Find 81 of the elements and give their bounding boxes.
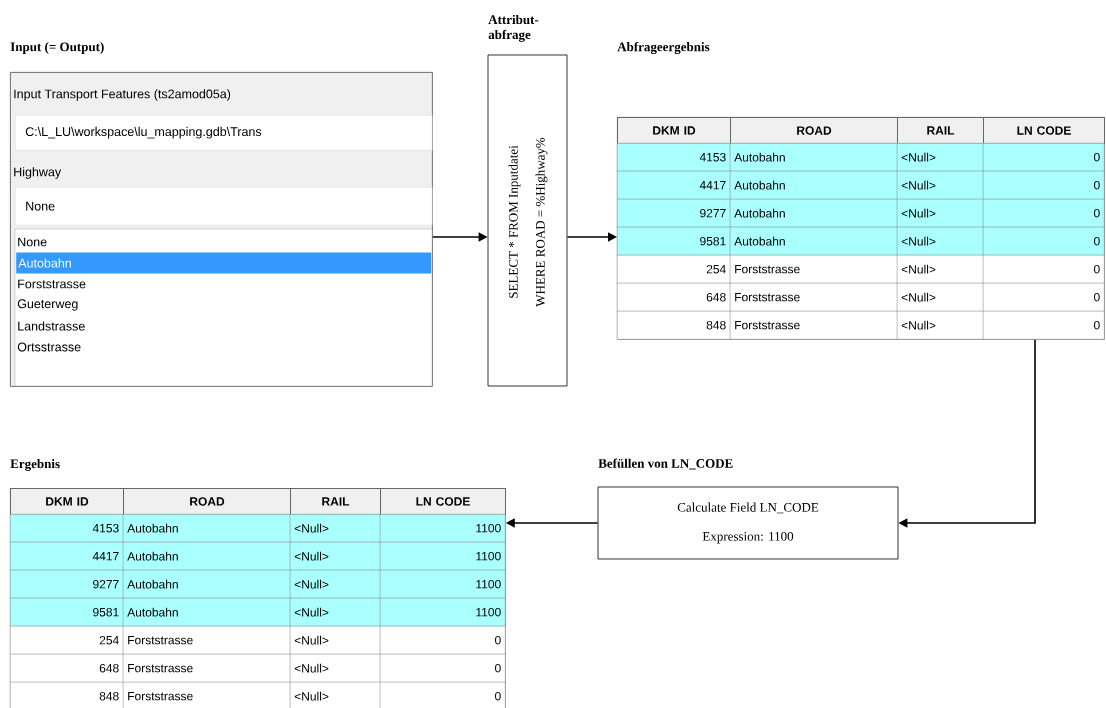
process-box: Calculate Field LN_CODE Expression: 1100 (597, 486, 899, 560)
table-cell: 848 (10, 682, 124, 708)
table-cell: Autobahn (730, 171, 898, 200)
column-header: DKM ID (10, 488, 124, 515)
field-label: Input Transport Features (ts2amod05a) (14, 89, 231, 101)
table-cell: <Null> (290, 542, 381, 571)
table-cell: Autobahn (123, 598, 291, 627)
table-cell: <Null> (290, 598, 381, 627)
table-cell: 1100 (380, 570, 506, 599)
column-header: DKM ID (617, 117, 731, 144)
column-header: RAIL (897, 117, 984, 144)
table-cell: <Null> (290, 514, 381, 543)
list-item: Landstrasse (18, 321, 85, 331)
table-cell: <Null> (897, 143, 984, 172)
table-cell: 848 (617, 311, 731, 340)
table-cell: Autobahn (730, 199, 898, 228)
table-cell: Forststrasse (730, 283, 898, 312)
table-cell: Autobahn (730, 143, 898, 172)
table-cell: 4153 (10, 514, 124, 543)
table-cell: Forststrasse (730, 255, 898, 284)
column-header: RAIL (290, 488, 381, 515)
table-cell: Forststrasse (123, 626, 291, 655)
heading: Abfrageergebnis (617, 42, 710, 54)
table-cell: <Null> (290, 654, 381, 683)
table-cell: Forststrasse (123, 654, 291, 683)
list-item: None (18, 237, 47, 247)
table-cell: 4417 (617, 171, 731, 200)
table-cell: <Null> (897, 199, 984, 228)
query-text: SELECT * FROM Inputdatei WHERE ROAD = %Highway% (508, 137, 548, 307)
table-cell: <Null> (290, 682, 381, 708)
table-cell: Forststrasse (730, 311, 898, 340)
table-cell: 1100 (380, 514, 506, 543)
table-cell: 0 (380, 626, 506, 655)
table-cell: 0 (983, 311, 1105, 340)
table-cell: <Null> (290, 626, 381, 655)
table-cell: 648 (10, 654, 124, 683)
table-cell: 0 (983, 143, 1105, 172)
table-cell: Autobahn (123, 570, 291, 599)
table-cell: 0 (380, 654, 506, 683)
table-cell: <Null> (897, 171, 984, 200)
table-cell: 9581 (10, 598, 124, 627)
table-cell: <Null> (290, 570, 381, 599)
table-cell: Autobahn (123, 542, 291, 571)
dropdown-field: None (15, 187, 433, 226)
table-cell: 9277 (617, 199, 731, 228)
table-cell: 4417 (10, 542, 124, 571)
column-header: LN CODE (983, 117, 1105, 144)
table-cell: 0 (983, 199, 1105, 228)
table-cell: 4153 (617, 143, 731, 172)
list-item: Gueterweg (17, 299, 78, 311)
heading: Input (= Output) (10, 42, 104, 54)
heading: Attribut- abfrage (488, 14, 539, 42)
field-label: Highway (14, 167, 62, 179)
table-cell: 9581 (617, 227, 731, 256)
column-header: ROAD (123, 488, 291, 515)
column-header: ROAD (730, 117, 898, 144)
heading: Ergebnis (10, 459, 60, 471)
table-cell: Autobahn (123, 514, 291, 543)
table-cell: <Null> (897, 227, 984, 256)
table-cell: 254 (10, 626, 124, 655)
column-header: LN CODE (380, 488, 506, 515)
table-cell: 9277 (10, 570, 124, 599)
table-cell: 0 (983, 283, 1105, 312)
table-cell: <Null> (897, 255, 984, 284)
table-cell: Autobahn (730, 227, 898, 256)
table-cell: Forststrasse (123, 682, 291, 708)
table-cell: 1100 (380, 542, 506, 571)
heading: Befüllen von LN_CODE (598, 458, 733, 470)
input-field: C:\L_LU\workspace\lu_mapping.gdb\Trans (15, 115, 433, 151)
table-cell: 0 (983, 227, 1105, 256)
table-cell: <Null> (897, 283, 984, 312)
table-cell: 0 (983, 255, 1105, 284)
table-cell: 1100 (380, 598, 506, 627)
table-cell: <Null> (897, 311, 984, 340)
table-cell: 254 (617, 255, 731, 284)
table-cell: 648 (617, 283, 731, 312)
table-cell: 0 (983, 171, 1105, 200)
selected-list-item: Autobahn (16, 252, 432, 274)
list-item: Ortsstrasse (17, 342, 81, 352)
table-cell: 0 (380, 682, 506, 708)
list-item: Forststrasse (18, 279, 86, 289)
